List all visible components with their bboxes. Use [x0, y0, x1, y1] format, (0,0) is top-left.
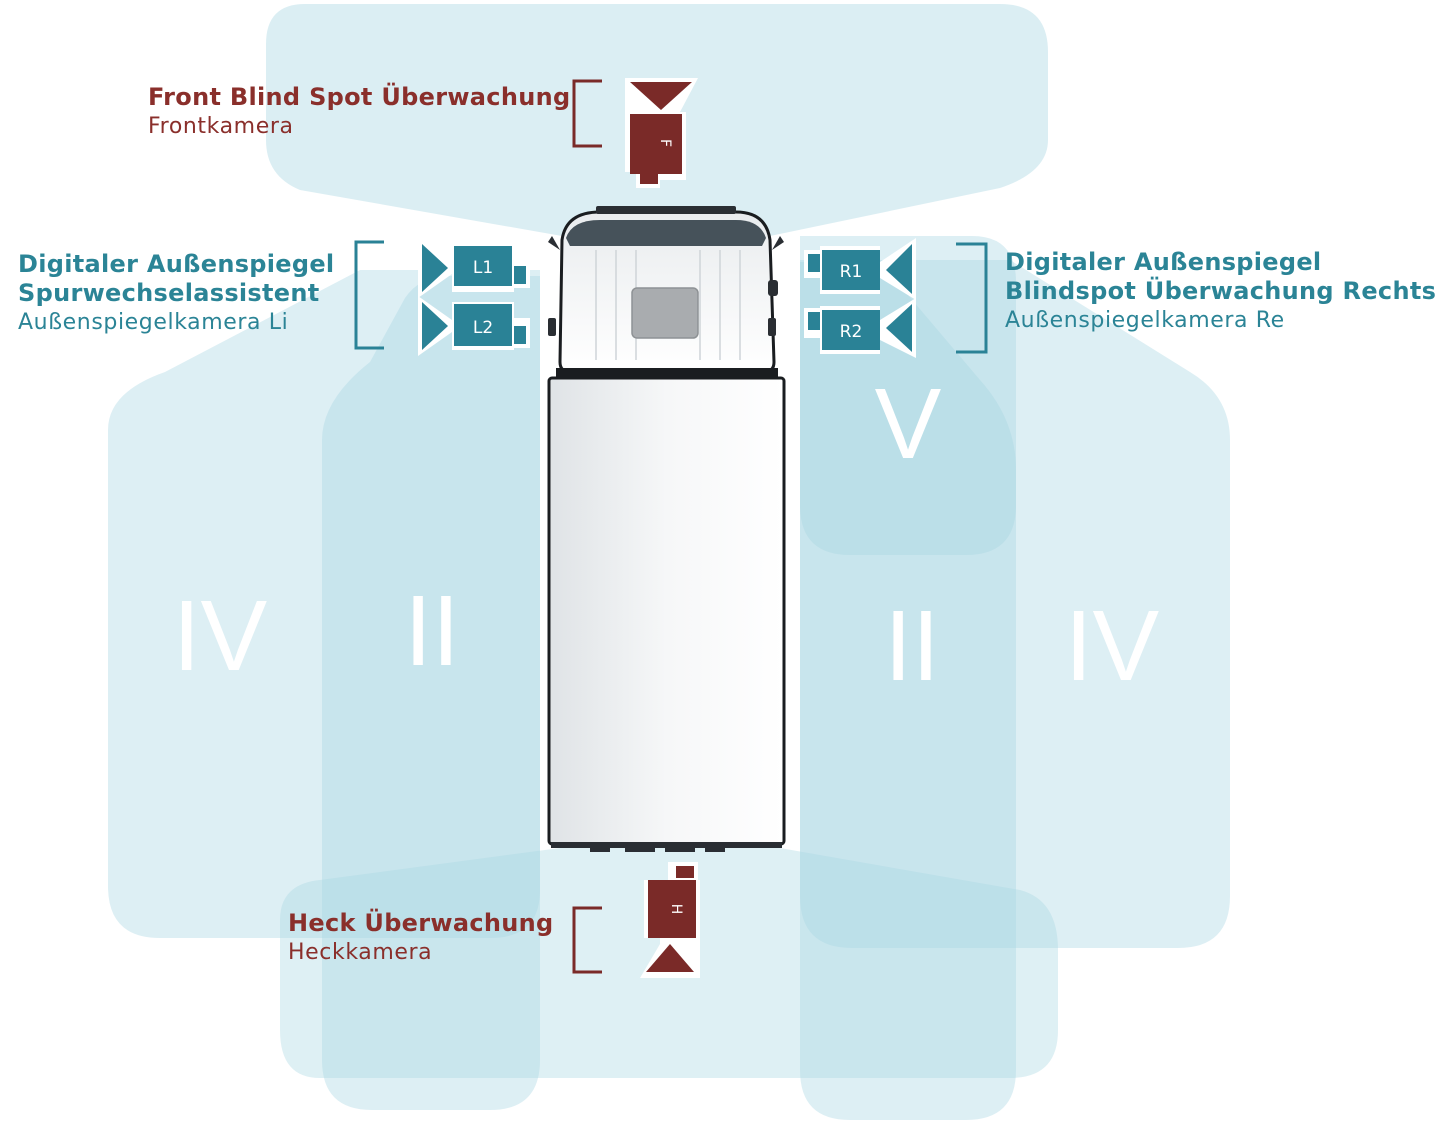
rear-camera-subtitle: Heckkamera	[288, 940, 433, 965]
rear-camera-label: Heck Überwachung Heckkamera	[288, 909, 554, 967]
zone-label-left-outer: IV	[173, 580, 268, 692]
zone-label-left-inner: II	[404, 575, 460, 687]
rear-camera-title: Heck Überwachung	[288, 909, 554, 937]
truck-cargo-body	[547, 376, 786, 846]
left-inner-coverage-zone	[322, 276, 540, 1110]
right-outer-coverage-zone	[800, 260, 1230, 948]
rear-label-bracket	[572, 906, 602, 974]
roof-hatch	[631, 287, 699, 339]
right-camera-2-icon: R2	[804, 298, 916, 358]
rear-camera-icon: H	[640, 862, 700, 978]
right-camera-label: Digitaler Außenspiegel Blindspot Überwac…	[1005, 248, 1436, 335]
left-camera-title-line1: Digitaler Außenspiegel	[18, 250, 335, 278]
zone-label-right-outer: IV	[1065, 590, 1160, 702]
front-camera-label: Front Blind Spot Überwachung Frontkamera	[148, 83, 570, 141]
camera-label-r1: R1	[840, 262, 863, 282]
right-camera-title-line1: Digitaler Außenspiegel	[1005, 248, 1322, 276]
front-camera-title: Front Blind Spot Überwachung	[148, 83, 571, 111]
front-label-bracket	[572, 79, 602, 148]
front-camera-subtitle: Frontkamera	[148, 114, 294, 139]
right-label-bracket	[956, 242, 988, 354]
camera-label-front: F	[657, 139, 673, 147]
right-camera-1-icon: R1	[804, 238, 916, 300]
left-camera-subtitle: Außenspiegelkamera Li	[18, 310, 289, 335]
left-camera-label: Digitaler Außenspiegel Spurwechselassist…	[18, 250, 334, 337]
camera-label-l1: L1	[473, 258, 493, 278]
truck-top-view	[547, 206, 786, 852]
camera-label-rear: H	[668, 904, 684, 915]
zone-label-right-inner: II	[884, 590, 940, 702]
camera-label-r2: R2	[840, 322, 863, 342]
front-camera-icon: F	[625, 78, 698, 188]
left-outer-coverage-zone	[108, 270, 540, 938]
left-camera-2-icon: L2	[418, 296, 530, 356]
camera-label-l2: L2	[473, 318, 493, 338]
left-label-bracket	[354, 240, 384, 350]
left-camera-title-line2: Spurwechselassistent	[18, 279, 320, 307]
right-inner-coverage-zone	[800, 236, 1016, 1120]
left-camera-1-icon: L1	[418, 238, 530, 298]
right-camera-title-line2: Blindspot Überwachung Rechts	[1005, 277, 1437, 305]
right-camera-subtitle: Außenspiegelkamera Re	[1005, 308, 1285, 333]
zone-label-right-front: V	[875, 368, 942, 480]
